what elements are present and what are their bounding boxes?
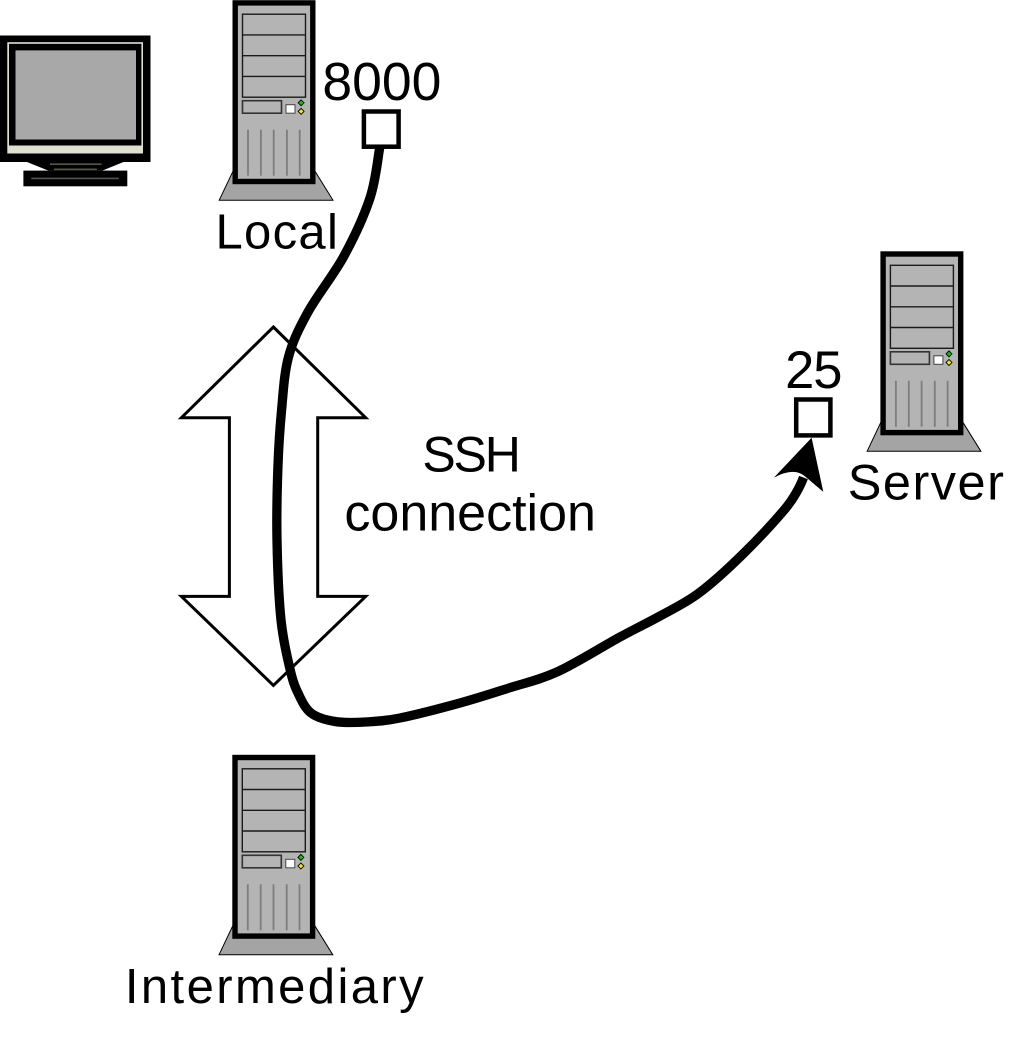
svg-text:Server: Server xyxy=(848,453,1006,510)
svg-text:SSH: SSH xyxy=(422,426,518,482)
svg-text:25: 25 xyxy=(785,341,841,400)
svg-text:Local: Local xyxy=(216,205,340,259)
svg-text:8000: 8000 xyxy=(322,53,441,112)
svg-text:connection: connection xyxy=(344,484,596,542)
svg-text:Intermediary: Intermediary xyxy=(125,960,426,1014)
